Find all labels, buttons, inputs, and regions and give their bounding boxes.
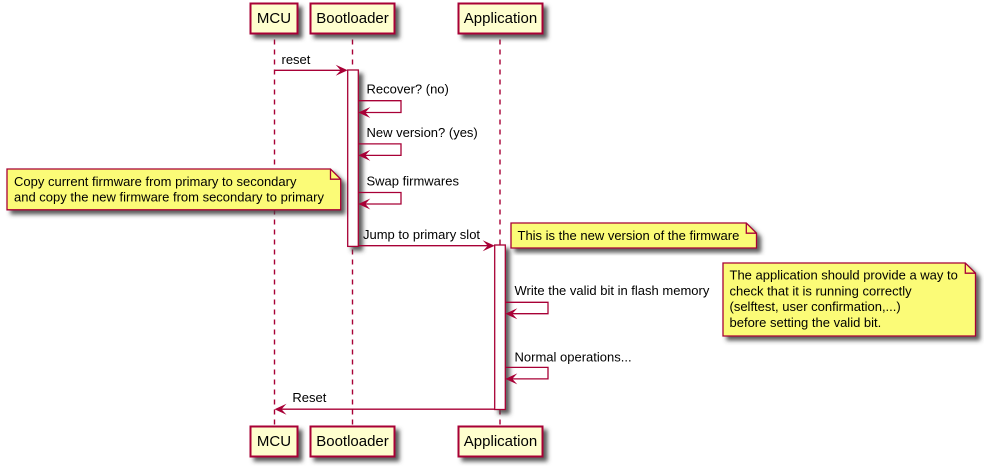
svg-text:Jump to primary slot: Jump to primary slot — [363, 227, 480, 242]
svg-text:Application: Application — [464, 10, 537, 27]
svg-text:Normal operations...: Normal operations... — [515, 350, 632, 365]
svg-text:Write the valid bit in flash m: Write the valid bit in flash memory — [515, 283, 710, 298]
svg-text:Copy current firmware from pri: Copy current firmware from primary to se… — [14, 174, 297, 189]
svg-text:Application: Application — [464, 433, 537, 450]
svg-text:(selftest, user confirmation,.: (selftest, user confirmation,...) — [730, 299, 901, 314]
svg-text:before setting the valid bit.: before setting the valid bit. — [730, 315, 882, 330]
svg-text:Bootloader: Bootloader — [316, 433, 389, 450]
svg-text:and copy the new firmware from: and copy the new firmware from secondary… — [14, 189, 324, 204]
svg-text:Bootloader: Bootloader — [316, 10, 389, 27]
svg-text:Recover? (no): Recover? (no) — [367, 82, 449, 97]
svg-text:Reset: Reset — [292, 390, 326, 405]
svg-text:New version? (yes): New version? (yes) — [367, 125, 478, 140]
svg-text:reset: reset — [282, 52, 311, 67]
svg-text:MCU: MCU — [257, 10, 291, 27]
svg-text:Swap firmwares: Swap firmwares — [367, 174, 460, 189]
svg-text:check that it is running corre: check that it is running correctly — [730, 283, 913, 298]
svg-text:The application should provide: The application should provide a way to — [730, 268, 958, 283]
svg-text:This is the new version of the: This is the new version of the firmware — [518, 228, 740, 243]
svg-text:MCU: MCU — [257, 433, 291, 450]
